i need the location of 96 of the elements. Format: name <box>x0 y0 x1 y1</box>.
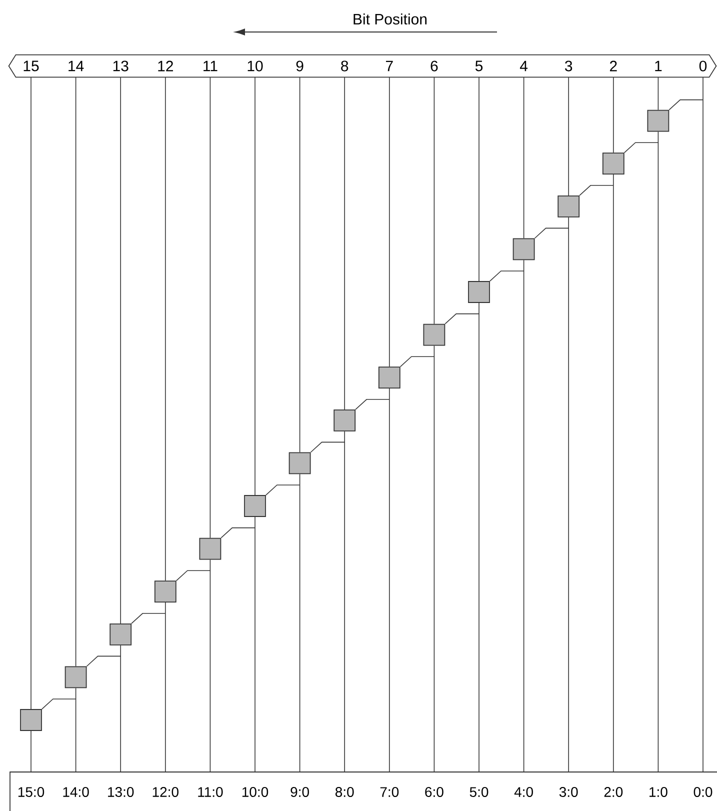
output-label: 12:0 <box>152 787 178 797</box>
connector-line <box>613 174 614 773</box>
connector-line <box>658 131 659 773</box>
operator-box <box>468 281 490 303</box>
output-label: 1:0 <box>650 787 668 797</box>
connector-line <box>490 270 524 282</box>
operator-box <box>154 580 176 603</box>
connector-line <box>434 345 435 773</box>
connector-line <box>266 484 300 496</box>
title: Bit Position <box>354 14 427 24</box>
connector-line <box>434 76 435 324</box>
bit-number: 12 <box>158 60 173 72</box>
bit-number: 3 <box>565 60 572 72</box>
connector-line <box>568 216 569 773</box>
connector-line <box>75 76 76 667</box>
connector-line <box>668 99 704 110</box>
output-label: 13:0 <box>108 787 134 797</box>
bit-number: 0 <box>699 60 707 72</box>
bit-number: 1 <box>655 60 662 72</box>
connector-line <box>478 76 480 282</box>
connector-line <box>658 76 659 110</box>
connector-line <box>75 688 76 773</box>
connector-line <box>523 76 524 239</box>
connector-line <box>210 559 211 773</box>
bit-number: 4 <box>520 60 528 72</box>
connector-line <box>624 142 659 154</box>
connector-line <box>30 76 32 710</box>
output-label: 6:0 <box>425 787 444 797</box>
bit-number: 11 <box>204 60 218 72</box>
operator-box <box>558 195 580 218</box>
operator-box <box>64 666 87 688</box>
connector-line <box>299 76 300 453</box>
operator-box <box>512 238 535 260</box>
connector-line <box>478 302 480 773</box>
output-label: 7:0 <box>380 787 399 797</box>
connector-line <box>30 730 32 773</box>
operator-box <box>378 366 400 389</box>
bit-number: 6 <box>430 60 438 72</box>
operator-box <box>602 152 624 175</box>
bit-position-band <box>8 54 717 78</box>
connector-line <box>220 527 256 538</box>
connector-line <box>120 76 121 624</box>
connector-line <box>254 516 256 773</box>
operator-box <box>110 623 132 646</box>
operator-box <box>288 452 311 474</box>
connector-line <box>165 76 166 582</box>
connector-line <box>120 644 121 773</box>
connector-line <box>613 76 614 154</box>
bit-number: 7 <box>386 60 393 72</box>
connector-line <box>534 228 569 239</box>
connector-line <box>389 76 390 368</box>
operator-box <box>199 538 222 560</box>
output-label: 3:0 <box>559 787 578 797</box>
output-label: 9:0 <box>290 787 309 797</box>
connector-line <box>42 698 76 710</box>
connector-line <box>702 76 704 773</box>
bit-number: 2 <box>610 60 617 72</box>
connector-line <box>176 570 211 582</box>
output-label: 0:0 <box>694 787 712 797</box>
output-label: 10:0 <box>242 787 268 797</box>
connector-line <box>344 430 345 773</box>
connector-line <box>523 260 524 773</box>
output-label: 14:0 <box>63 787 89 797</box>
connector-line <box>389 388 390 773</box>
connector-line <box>131 613 166 624</box>
connector-line <box>579 185 614 196</box>
connector-line <box>344 76 345 410</box>
connector-line <box>86 656 121 667</box>
connector-line <box>299 474 300 773</box>
operator-box <box>647 110 670 132</box>
output-label: 11:0 <box>198 787 223 797</box>
connector-line <box>165 602 166 773</box>
connector-line <box>254 76 256 496</box>
output-label: 8:0 <box>335 787 354 797</box>
connector-line <box>210 76 211 538</box>
bit-number: 14 <box>68 60 84 72</box>
connector-line <box>310 442 345 453</box>
bit-number: 9 <box>296 60 304 72</box>
bit-number: 13 <box>113 60 128 72</box>
bit-number: 5 <box>475 60 483 72</box>
operator-box <box>244 495 266 517</box>
output-label: 15:0 <box>18 787 44 797</box>
output-label: 4:0 <box>514 787 533 797</box>
connector-line <box>444 313 480 324</box>
operator-box <box>20 709 42 731</box>
bit-number: 10 <box>248 60 263 72</box>
connector-line <box>568 76 569 196</box>
connector-line <box>400 356 435 368</box>
output-label: 5:0 <box>470 787 488 797</box>
bit-number: 15 <box>24 60 39 72</box>
output-label: 2:0 <box>604 787 623 797</box>
output-band <box>10 772 717 811</box>
bit-number: 8 <box>341 60 348 72</box>
operator-box <box>334 409 356 432</box>
connector-line <box>355 399 390 410</box>
operator-box <box>423 324 446 346</box>
